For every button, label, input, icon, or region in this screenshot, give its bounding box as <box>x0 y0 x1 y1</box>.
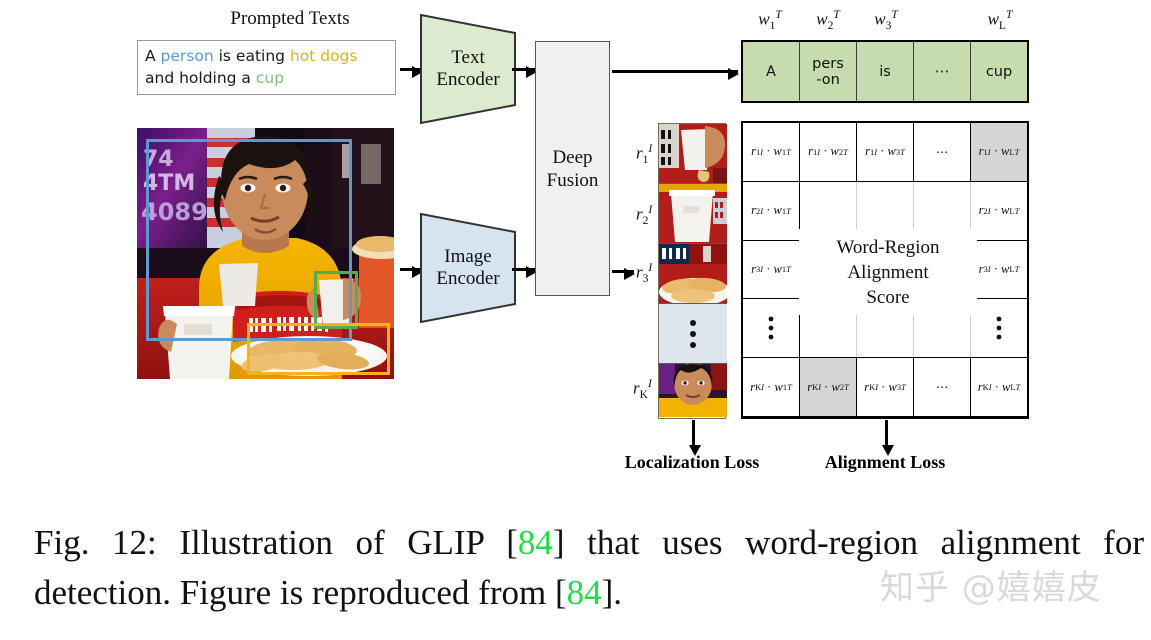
region-label-r1: r1I <box>636 142 653 167</box>
arrow-prompt-to-text-encoder <box>400 65 423 78</box>
word-header-w2: w2T <box>816 8 840 33</box>
region-label-r2: r2I <box>636 203 653 228</box>
image-encoder-block: Image Encoder <box>420 213 516 323</box>
region-patch-3 <box>659 244 727 304</box>
arrow-localization-loss <box>688 420 701 456</box>
alignment-loss-label: Alignment Loss <box>824 452 946 472</box>
center-label-line3: Score <box>866 286 910 308</box>
matrix-cell-k-ellipsis: ⋯ <box>914 358 971 416</box>
prompt-word-and-holding-a: and holding a <box>145 69 256 87</box>
arrow-fusion-to-word-row <box>612 67 739 80</box>
arrow-text-encoder-to-fusion <box>512 65 537 78</box>
prompted-texts-title: Prompted Texts <box>230 8 350 29</box>
prompted-text-box: A person is eating hot dogs and holding … <box>137 40 396 95</box>
svg-text:4089: 4089 <box>141 198 208 226</box>
cup-bounding-box <box>314 271 358 329</box>
vertical-ellipsis-icon <box>996 316 1002 340</box>
arrow-fusion-to-region-column <box>612 267 635 280</box>
hot-dogs-bounding-box <box>247 323 390 375</box>
word-cell-3: is <box>857 42 914 101</box>
word-cell-2: pers -on <box>800 42 857 101</box>
image-encoder-label-line2: Encoder <box>436 268 500 289</box>
word-cell-l: cup <box>971 42 1027 101</box>
prompt-word-a: A <box>145 47 161 65</box>
prompt-word-hot-dogs: hot dogs <box>289 47 358 65</box>
matrix-cell-1-ellipsis: ⋯ <box>914 123 971 181</box>
word-header-w3: w3T <box>874 8 898 33</box>
region-label-r3: r3I <box>636 261 653 286</box>
vertical-ellipsis-icon <box>768 316 774 340</box>
region-patch-ellipsis <box>659 304 727 364</box>
text-encoder-label-line2: Encoder <box>436 69 500 90</box>
region-patch-2 <box>659 184 727 244</box>
matrix-cell-e-l <box>971 299 1027 358</box>
caption-reference-1: 84 <box>517 523 553 562</box>
prompt-word-person: person <box>160 47 214 65</box>
image-encoder-label-line1: Image <box>444 246 492 267</box>
word-embedding-row: A pers -on is ⋯ cup <box>741 40 1029 103</box>
svg-text:4TM: 4TM <box>143 171 195 196</box>
deep-fusion-label-line1: Deep <box>552 146 593 168</box>
prompt-word-is-eating: is eating <box>213 47 290 65</box>
arrow-photo-to-image-encoder <box>400 265 423 278</box>
word-header-w1: w1T <box>758 8 782 33</box>
region-patch-k <box>659 364 727 417</box>
localization-loss-label: Localization Loss <box>624 452 760 472</box>
vertical-ellipsis-icon <box>690 319 696 348</box>
deep-fusion-label-line2: Fusion <box>546 169 599 191</box>
deep-fusion-block: Deep Fusion <box>535 41 610 296</box>
region-proposal-column <box>658 123 727 419</box>
word-region-alignment-score-label: Word-Region Alignment Score <box>799 229 977 315</box>
caption-reference-2: 84 <box>566 573 602 612</box>
region-label-rk: rKI <box>633 377 652 402</box>
word-cell-ellipsis: ⋯ <box>914 42 971 101</box>
text-encoder-label-line1: Text <box>451 47 485 68</box>
region-patch-1 <box>659 124 727 184</box>
text-encoder-block: Text Encoder <box>420 14 516 124</box>
matrix-cell-e-1 <box>743 299 800 358</box>
caption-part-3: ]. <box>601 573 623 612</box>
caption-part-1: Fig. 12: Illustration of GLIP [ <box>34 523 518 562</box>
center-label-line1: Word-Region <box>836 236 940 258</box>
caption-part-2: ] that uses word-region alignment for de… <box>34 523 1144 612</box>
word-header-wl: wLT <box>987 8 1013 33</box>
word-cell-1: A <box>743 42 800 101</box>
zhihu-watermark: 知乎 @嬉嬉皮 <box>880 568 1102 608</box>
center-label-line2: Alignment <box>847 261 929 283</box>
arrow-image-encoder-to-fusion <box>512 265 537 278</box>
prompt-word-cup: cup <box>255 69 285 87</box>
input-image: 74 4TM 4089 <box>137 128 394 379</box>
figure-caption: Fig. 12: Illustration of GLIP [84] that … <box>34 518 1144 618</box>
arrow-alignment-loss <box>881 420 894 456</box>
